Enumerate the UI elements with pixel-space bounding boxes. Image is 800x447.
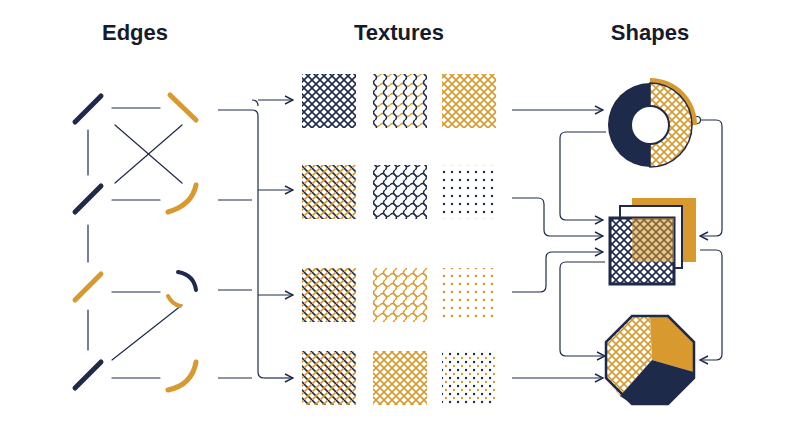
stroke — [218, 289, 252, 290]
stroke — [632, 218, 674, 262]
stroke — [610, 218, 674, 284]
stroke — [115, 125, 182, 183]
stroke — [512, 109, 603, 110]
texture-tiles — [302, 74, 496, 405]
stroke — [608, 83, 692, 167]
stroke — [75, 274, 101, 300]
stroke — [302, 268, 356, 322]
stroke — [302, 165, 356, 219]
stroke — [178, 272, 196, 290]
stroke — [700, 250, 722, 360]
stroke — [258, 189, 293, 190]
column-heading: Textures — [354, 20, 444, 46]
edge-strokes — [75, 95, 196, 390]
stroke — [170, 95, 196, 120]
stroke — [218, 199, 252, 200]
stroke — [442, 268, 496, 322]
stroke — [112, 291, 160, 292]
stroke — [252, 100, 258, 106]
merge-bracket — [218, 100, 293, 378]
stroke — [631, 106, 669, 144]
stroke — [75, 96, 101, 122]
stroke — [560, 262, 605, 356]
column-heading: Edges — [102, 20, 168, 46]
stroke — [442, 351, 496, 405]
stroke — [75, 362, 101, 388]
stroke — [168, 296, 180, 306]
stroke — [115, 125, 182, 183]
stroke — [112, 377, 160, 378]
ring-shape — [608, 78, 697, 167]
stroke — [112, 199, 160, 200]
stroke — [442, 165, 496, 219]
stroke — [112, 107, 160, 108]
stroke — [373, 74, 427, 128]
stroke — [700, 120, 722, 236]
stroke — [264, 377, 293, 378]
stroke — [252, 110, 264, 378]
stroke — [606, 316, 694, 404]
column-heading: Shapes — [611, 20, 689, 46]
stroke — [258, 99, 293, 100]
stroke — [442, 74, 496, 128]
stroke — [302, 351, 356, 405]
stroke — [168, 185, 196, 212]
stroke — [75, 186, 101, 212]
square-shape — [610, 198, 696, 284]
stroke — [610, 218, 674, 284]
stroke — [88, 108, 182, 378]
stroke — [87, 130, 88, 175]
stroke — [512, 198, 603, 236]
stroke — [512, 377, 603, 378]
stroke — [258, 294, 293, 295]
stroke — [168, 362, 196, 390]
stroke — [218, 377, 252, 378]
stroke — [373, 268, 427, 322]
stroke — [373, 165, 427, 219]
stroke — [560, 132, 606, 220]
stroke — [87, 225, 88, 262]
stroke — [112, 305, 182, 360]
stroke — [302, 74, 356, 128]
stroke — [606, 316, 694, 404]
stroke — [87, 310, 88, 350]
stroke — [218, 109, 252, 110]
stroke — [620, 360, 694, 404]
stroke — [373, 351, 427, 405]
octagon-shape — [606, 316, 694, 404]
stroke — [512, 252, 603, 292]
